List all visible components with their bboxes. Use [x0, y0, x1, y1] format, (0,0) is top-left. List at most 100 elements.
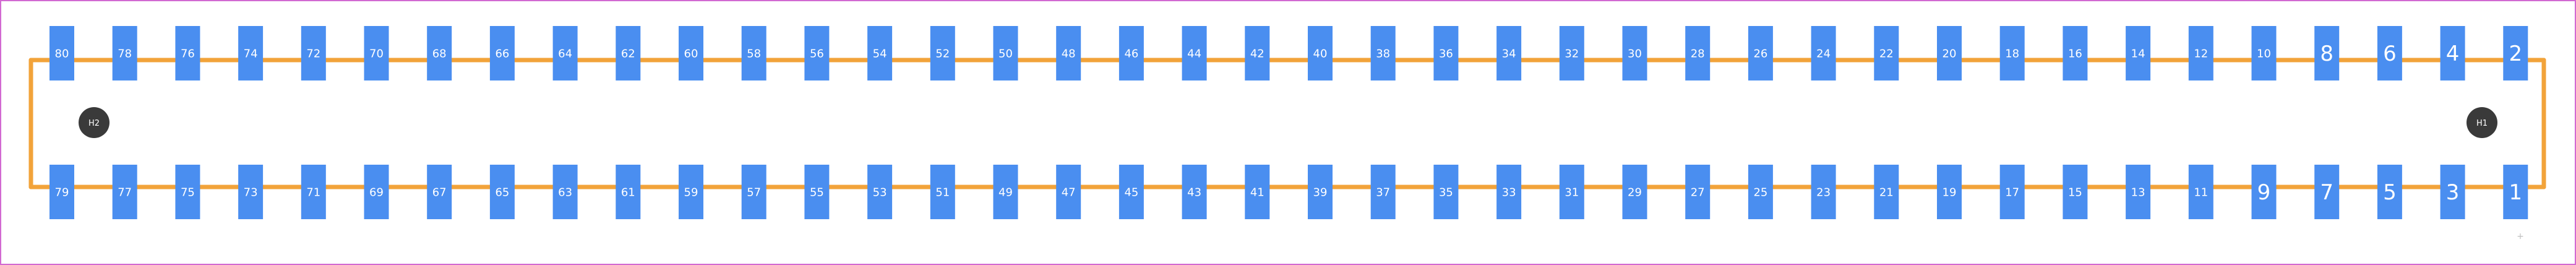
pad-rect — [489, 26, 515, 80]
pad-label: 52 — [935, 47, 950, 60]
pad-rect — [552, 26, 578, 80]
pad-label: 77 — [118, 186, 132, 199]
pad-rect — [2063, 165, 2088, 219]
pad-rect — [49, 165, 74, 219]
pad-label: 64 — [558, 47, 572, 60]
pad-rect — [741, 165, 766, 219]
pad-label: 16 — [2068, 47, 2082, 60]
pad-label: 47 — [1062, 186, 1076, 199]
pad-rect — [1622, 26, 1647, 80]
pad-68: 68 — [427, 26, 452, 80]
pad-rect — [616, 26, 641, 80]
pad-75: 75 — [175, 165, 200, 219]
pad-label: 46 — [1124, 47, 1138, 60]
pad-label: 63 — [558, 186, 572, 199]
pad-label: 28 — [1691, 47, 1705, 60]
pad-label: 49 — [998, 186, 1013, 199]
pad-label: 14 — [2131, 47, 2145, 60]
pad-label: 61 — [621, 186, 635, 199]
pad-label: 22 — [1879, 47, 1894, 60]
pad-label: 11 — [2194, 186, 2208, 199]
pad-rect — [1748, 165, 1773, 219]
pad-39: 39 — [1308, 165, 1333, 219]
pad-label: 53 — [873, 186, 887, 199]
pad-rect — [2377, 165, 2402, 219]
pad-rect — [2063, 26, 2088, 80]
pad-rect — [804, 165, 830, 219]
pad-rect — [1182, 165, 1207, 219]
hole-label: H1 — [2476, 119, 2488, 128]
pad-19: 19 — [1937, 165, 1962, 219]
pad-label: 48 — [1062, 47, 1076, 60]
pad-rect — [364, 26, 389, 80]
pad-70: 70 — [364, 26, 389, 80]
pad-label: 75 — [181, 186, 195, 199]
pad-label: 2 — [2509, 41, 2522, 66]
pad-rect — [238, 26, 264, 80]
pad-62: 62 — [616, 26, 641, 80]
pad-label: 13 — [2131, 186, 2145, 199]
pad-rect — [1245, 165, 1270, 219]
hole-label: H2 — [88, 119, 100, 128]
pad-label: 57 — [747, 186, 761, 199]
pad-rect — [1370, 165, 1396, 219]
pad-rect — [427, 165, 452, 219]
pad-label: 71 — [306, 186, 320, 199]
pad-11: 11 — [2188, 165, 2213, 219]
pad-label: 20 — [1943, 47, 1957, 60]
pad-23: 23 — [1811, 165, 1836, 219]
pad-37: 37 — [1370, 165, 1396, 219]
pad-rect — [238, 165, 264, 219]
silkscreen-outline — [28, 58, 2546, 189]
pad-rect — [175, 165, 200, 219]
pad-69: 69 — [364, 165, 389, 219]
pad-label: 35 — [1439, 186, 1453, 199]
pad-10: 10 — [2251, 26, 2277, 80]
hole-circle — [79, 107, 109, 138]
pad-25: 25 — [1748, 165, 1773, 219]
pad-rect — [1685, 165, 1711, 219]
pad-71: 71 — [301, 165, 326, 219]
pad-35: 35 — [1433, 165, 1459, 219]
pad-label: 73 — [244, 186, 258, 199]
pad-label: 41 — [1250, 186, 1264, 199]
pad-20: 20 — [1937, 26, 1962, 80]
pad-rect — [1182, 26, 1207, 80]
pad-14: 14 — [2126, 26, 2151, 80]
pad-rect — [1308, 26, 1333, 80]
pad-label: 67 — [432, 186, 447, 199]
pad-64: 64 — [552, 26, 578, 80]
pad-1: 1 — [2503, 165, 2528, 219]
pad-17: 17 — [1999, 165, 2025, 219]
pad-rect — [1433, 165, 1459, 219]
pad-label: 44 — [1187, 47, 1201, 60]
pad-label: 76 — [181, 47, 195, 60]
pad-59: 59 — [679, 165, 703, 219]
pad-label: 17 — [2005, 186, 2019, 199]
pad-50: 50 — [993, 26, 1018, 80]
pad-label: 34 — [1502, 47, 1516, 60]
pad-rect — [679, 26, 703, 80]
pad-38: 38 — [1370, 26, 1396, 80]
pad-label: 55 — [810, 186, 824, 199]
pad-21: 21 — [1874, 165, 1899, 219]
pad-rect — [1056, 26, 1081, 80]
pad-rect — [867, 165, 893, 219]
pad-36: 36 — [1433, 26, 1459, 80]
pad-label: 65 — [495, 186, 509, 199]
pad-rect — [1370, 26, 1396, 80]
pad-label: 37 — [1376, 186, 1390, 199]
pad-rect — [804, 26, 830, 80]
pad-rect — [616, 165, 641, 219]
pad-label: 74 — [244, 47, 258, 60]
pad-label: 18 — [2005, 47, 2019, 60]
pad-56: 56 — [804, 26, 830, 80]
mounting-hole-h1: H1 — [2467, 107, 2497, 138]
pad-65: 65 — [489, 165, 515, 219]
pad-54: 54 — [867, 26, 893, 80]
pad-label: 50 — [998, 47, 1013, 60]
pad-rect — [2440, 165, 2465, 219]
